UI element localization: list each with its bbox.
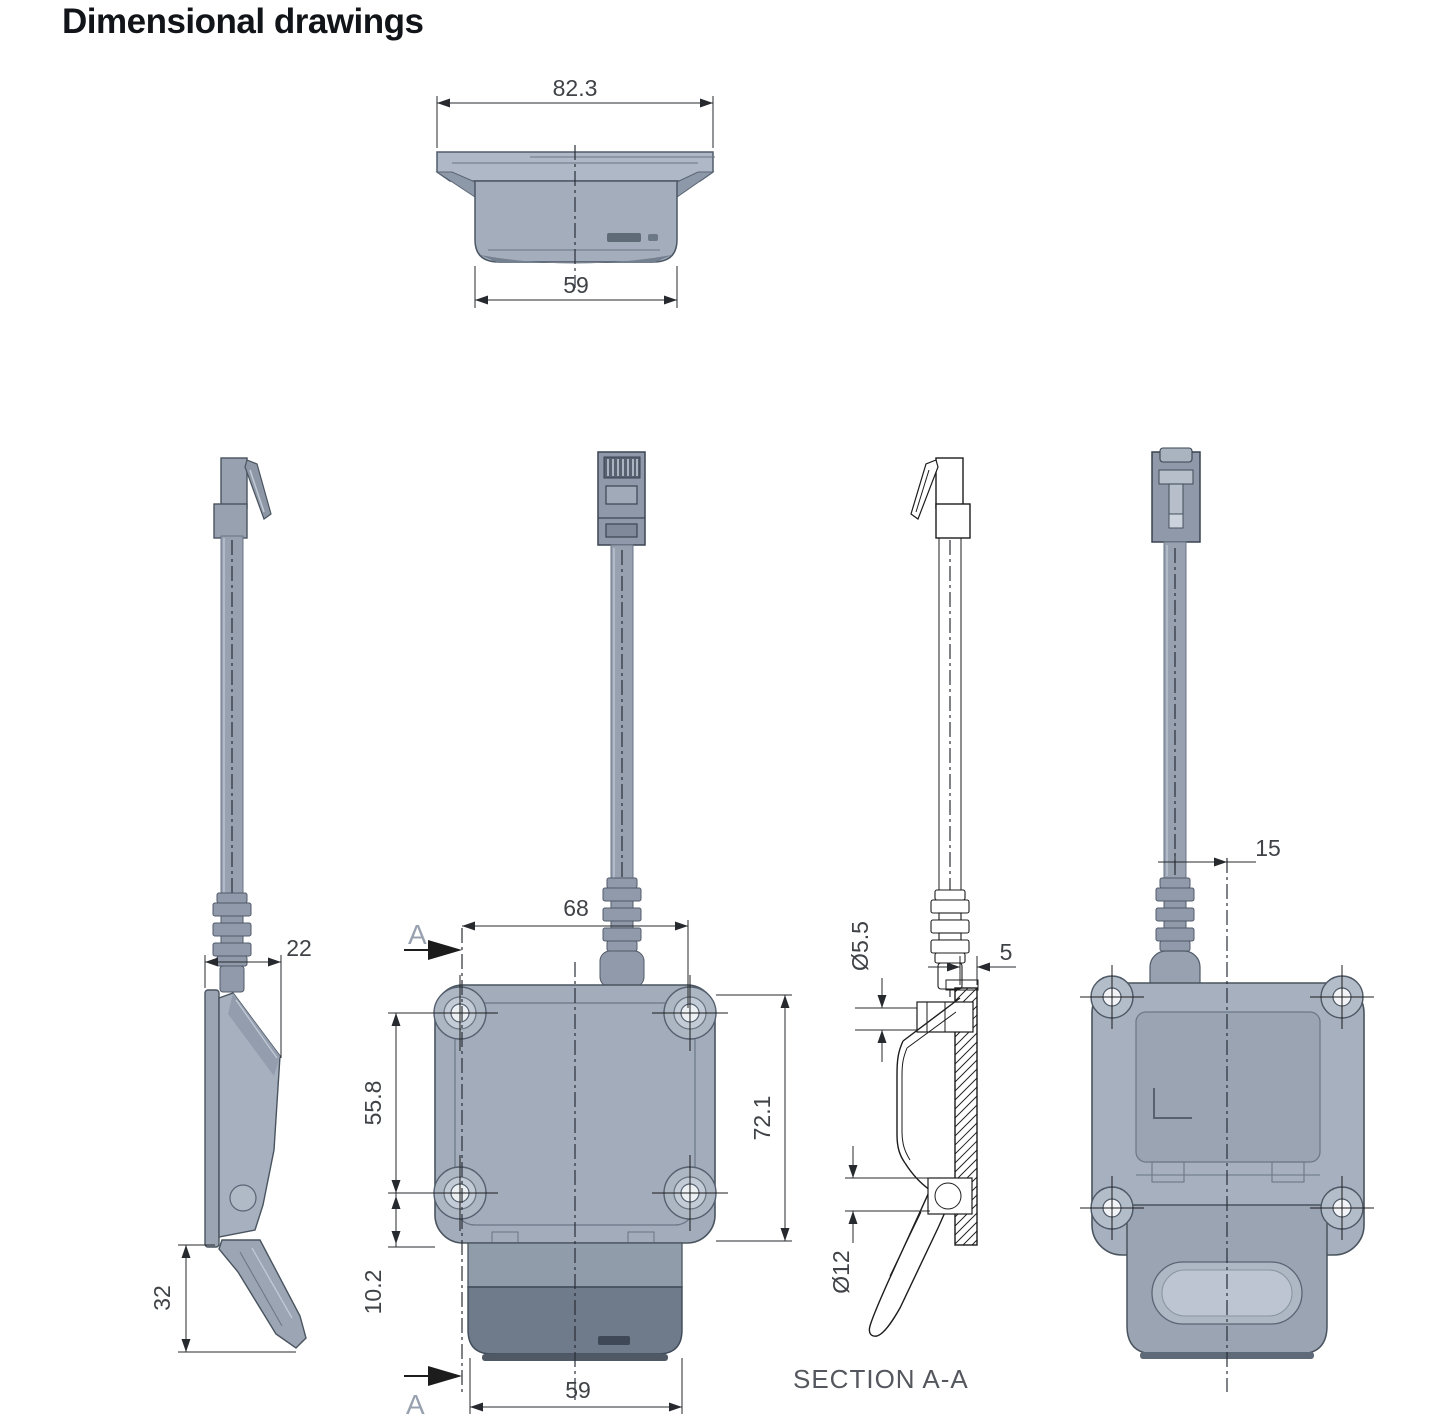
dim-front-cap-width: 59 [469, 1358, 683, 1414]
side-view: 22 32 [149, 457, 312, 1353]
dim-back-cable-offset: 15 [1158, 835, 1281, 869]
section-label: SECTION A-A [793, 1364, 969, 1394]
dim-front-hole-spacing-v: 55.8 [360, 1012, 438, 1194]
svg-text:59: 59 [563, 272, 589, 298]
side-boss [229, 1184, 257, 1212]
front-connector-window [605, 485, 638, 505]
screw-hole [1080, 1176, 1144, 1240]
section-arrow-a-top: A [404, 919, 462, 960]
back-grommet [1155, 877, 1195, 952]
side-connector-step [213, 503, 248, 539]
section-connector-latch [910, 459, 939, 520]
dim-section-cable-dia: Ø5.5 [847, 921, 917, 1062]
dim-top-outer-width: 82.3 [436, 75, 714, 148]
svg-text:32: 32 [149, 1285, 175, 1311]
dim-top-inner-width: 59 [474, 266, 678, 308]
svg-text:68: 68 [563, 895, 589, 921]
svg-text:5: 5 [1000, 939, 1013, 965]
brand-mark [598, 1336, 630, 1345]
dim-front-body-height: 72.1 [716, 994, 792, 1242]
section-view: Ø5.5 5 Ø12 SECTION A- [793, 457, 1016, 1394]
section-connector [935, 457, 964, 509]
brand-mark [607, 233, 641, 242]
svg-text:Ø12: Ø12 [828, 1250, 854, 1293]
side-connector [220, 457, 248, 509]
back-connector-tab [1159, 447, 1193, 463]
svg-text:A: A [406, 1389, 425, 1420]
front-grommet [599, 877, 645, 988]
dim-front-hole-spacing-h: 68 [462, 895, 689, 1008]
side-hook [218, 1239, 307, 1349]
dim-side-depth: 22 [204, 935, 312, 1058]
side-back-plate [204, 989, 220, 1248]
page-title: Dimensional drawings [62, 2, 424, 41]
screw-hole [652, 1155, 728, 1231]
svg-text:A: A [408, 919, 427, 950]
side-grommet [212, 892, 252, 993]
front-view: 68 A A 55.8 [360, 451, 792, 1420]
back-screw-holes [1080, 965, 1374, 1240]
section-plate [954, 987, 978, 1246]
back-view: 15 [1080, 447, 1374, 1392]
back-connector-latch-window [1168, 513, 1184, 529]
svg-text:22: 22 [286, 935, 312, 961]
dim-side-hook-height: 32 [149, 1244, 296, 1353]
back-notch-left [1151, 1161, 1185, 1183]
screw-hole [1310, 1176, 1374, 1240]
section-plate-cap [945, 979, 979, 991]
front-connector-latch-slot [605, 523, 638, 538]
back-inner-panel [1135, 1011, 1321, 1163]
svg-text:59: 59 [565, 1377, 591, 1403]
dim-front-hole-to-bottom: 10.2 [360, 1193, 435, 1314]
screw-hole [1310, 965, 1374, 1029]
side-connector-latch [244, 459, 272, 520]
side-housing-shade [228, 993, 280, 1076]
section-body-fill [868, 990, 978, 1338]
section-grommet [930, 889, 970, 990]
svg-text:72.1: 72.1 [749, 1096, 775, 1141]
back-connector-latch-stem [1168, 483, 1184, 515]
back-connector-latch-bar [1158, 469, 1194, 485]
svg-text:Ø5.5: Ø5.5 [847, 921, 873, 971]
screw-hole [422, 1155, 498, 1231]
brand-mark [648, 234, 658, 241]
top-view: 82.3 59 [435, 75, 715, 308]
section-connector-step [935, 503, 971, 539]
svg-text:10.2: 10.2 [360, 1270, 386, 1315]
back-notch-right [1271, 1161, 1305, 1183]
section-bushing-bore [934, 1182, 962, 1210]
dim-section-plate-thickness: 5 [928, 939, 1016, 985]
dim-section-bushing-dia: Ø12 [828, 1146, 930, 1294]
back-panel-mark [1153, 1088, 1192, 1119]
screw-hole [1080, 965, 1144, 1029]
screw-hole [652, 975, 728, 1051]
section-body-outline [868, 997, 961, 1337]
top-view-bottom-shade [480, 255, 672, 264]
section-arrow-a-bottom: A [404, 1366, 462, 1420]
svg-text:55.8: 55.8 [360, 1081, 386, 1126]
svg-text:15: 15 [1255, 835, 1281, 861]
svg-text:82.3: 82.3 [553, 75, 598, 101]
